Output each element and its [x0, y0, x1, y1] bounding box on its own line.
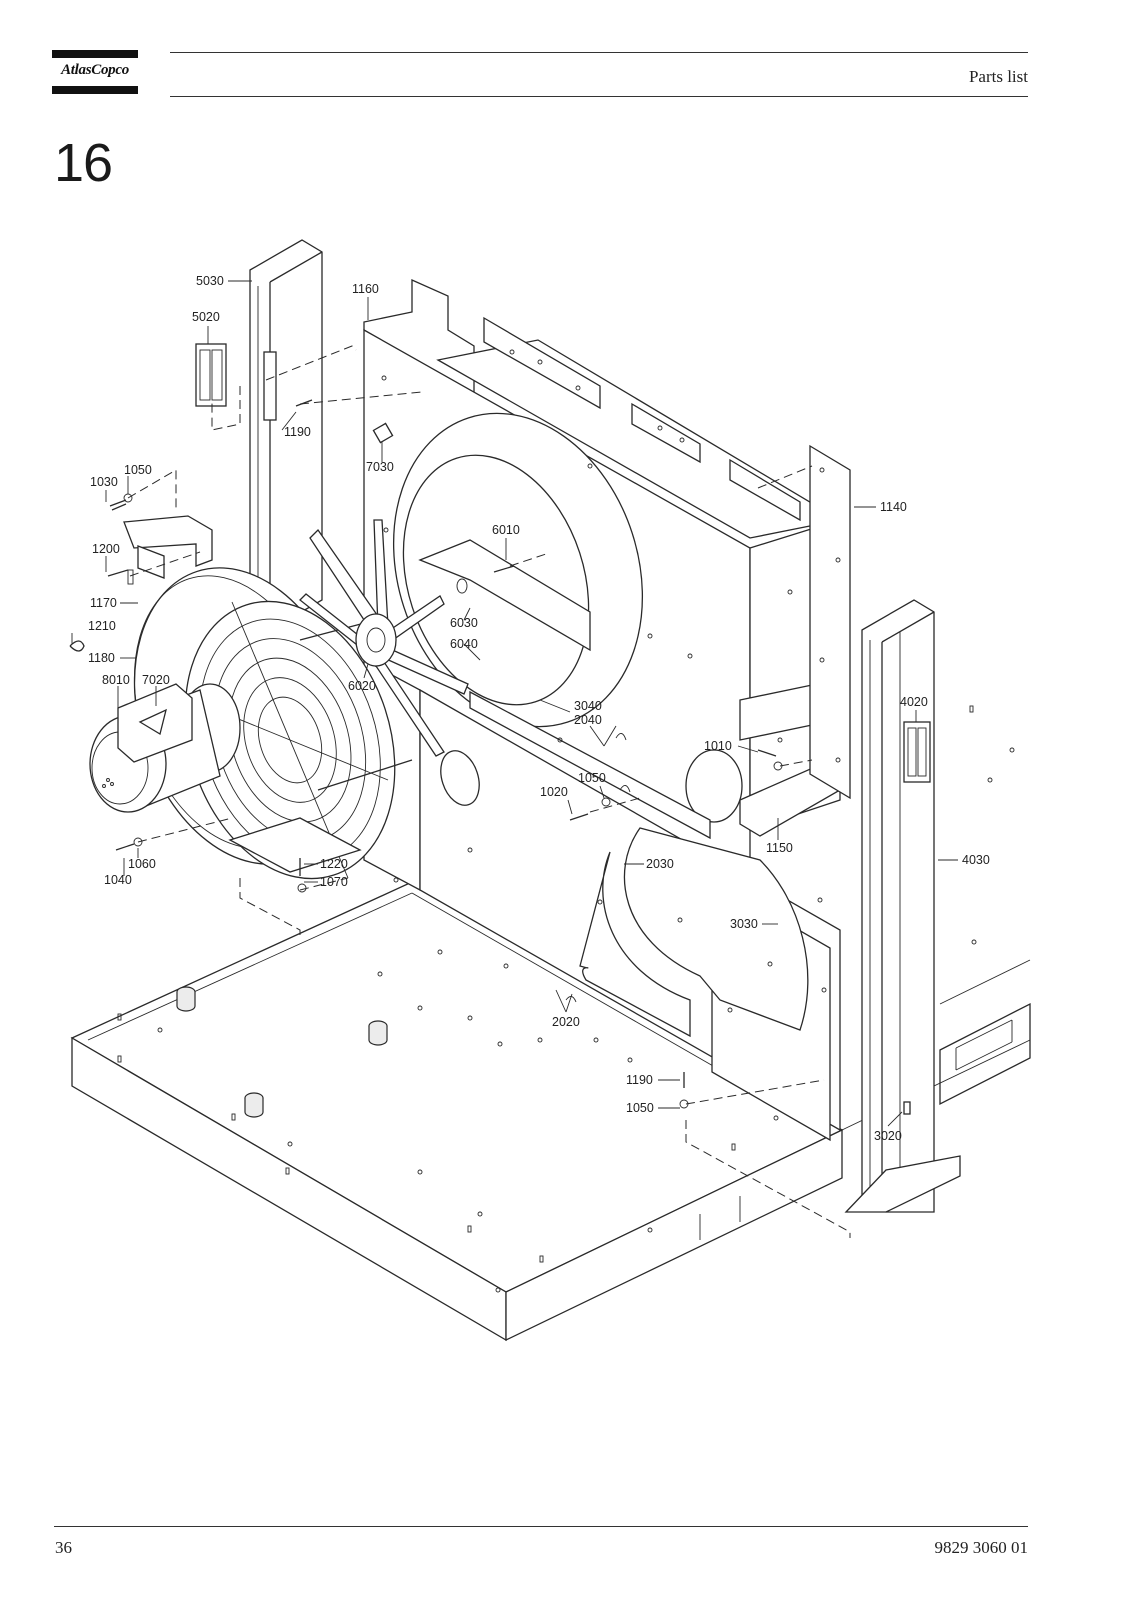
callout-1210: 1210	[88, 619, 116, 633]
fan-bracket	[123, 515, 362, 873]
callout-1050-mid: 1050	[578, 771, 606, 785]
assembly-dashed-lines	[127, 345, 851, 1238]
callout-7030: 7030	[366, 460, 394, 474]
header-rule-top	[170, 52, 1028, 53]
callout-2040: 2040	[574, 713, 602, 727]
callout-1160: 1160	[352, 282, 379, 296]
callout-4020: 4020	[900, 695, 928, 709]
right-post	[844, 599, 961, 1213]
callout-1190-top: 1190	[284, 425, 311, 439]
fan-impeller	[299, 519, 480, 806]
fan-guard	[133, 567, 413, 880]
callout-1050-bottom: 1050	[626, 1101, 654, 1115]
base-details	[117, 705, 1015, 1293]
callout-1050-top: 1050	[124, 463, 152, 477]
callout-1200: 1200	[92, 542, 120, 556]
callout-1220: 1220	[320, 857, 348, 871]
warning-label-5020	[195, 343, 227, 407]
callout-1190-bottom: 1190	[626, 1073, 653, 1087]
callout-5030: 5030	[196, 274, 224, 288]
callout-3040: 3040	[574, 699, 602, 713]
callout-6010: 6010	[492, 523, 520, 537]
atlas-copco-logo: AtlasCopco	[52, 50, 138, 94]
section-number: 16	[54, 133, 113, 193]
callout-5020: 5020	[192, 310, 220, 324]
logo-bar-bottom	[52, 86, 138, 94]
callout-1030: 1030	[90, 475, 118, 489]
callout-1070: 1070	[320, 875, 348, 889]
left-post	[249, 239, 323, 631]
leader-lines	[71, 280, 958, 1127]
callout-1150: 1150	[766, 841, 793, 855]
logo-bar-top	[52, 50, 138, 58]
callout-1170: 1170	[90, 596, 117, 610]
callout-2020: 2020	[552, 1015, 580, 1029]
callout-1010: 1010	[704, 739, 732, 753]
callout-1140: 1140	[880, 500, 907, 514]
base-frame	[70, 881, 1031, 1342]
callout-1040: 1040	[104, 873, 132, 887]
callout-1180: 1180	[88, 651, 115, 665]
callout-1020: 1020	[540, 785, 568, 799]
part-callouts: 5030 1160 5020 1190 7030 1050 1030 1140 …	[88, 274, 990, 1143]
logo-brand-text: AtlasCopco	[61, 62, 129, 78]
callout-6040: 6040	[450, 637, 478, 651]
document-number: 9829 3060 01	[934, 1538, 1029, 1557]
header-title: Parts list	[968, 67, 1028, 86]
callout-7020: 7020	[142, 673, 170, 687]
callout-1060: 1060	[128, 857, 156, 871]
callout-3030: 3030	[730, 917, 758, 931]
fan-motor	[89, 683, 241, 813]
callout-2030: 2030	[646, 857, 674, 871]
callout-6020: 6020	[348, 679, 376, 693]
callout-3020: 3020	[874, 1129, 902, 1143]
page-number: 36	[55, 1538, 72, 1557]
panel-1140	[809, 444, 851, 800]
callout-4030: 4030	[962, 853, 990, 867]
header-rule-bottom	[170, 96, 1028, 97]
callout-6030: 6030	[450, 616, 478, 630]
footer-rule	[54, 1526, 1028, 1527]
callout-8010: 8010	[102, 673, 130, 687]
